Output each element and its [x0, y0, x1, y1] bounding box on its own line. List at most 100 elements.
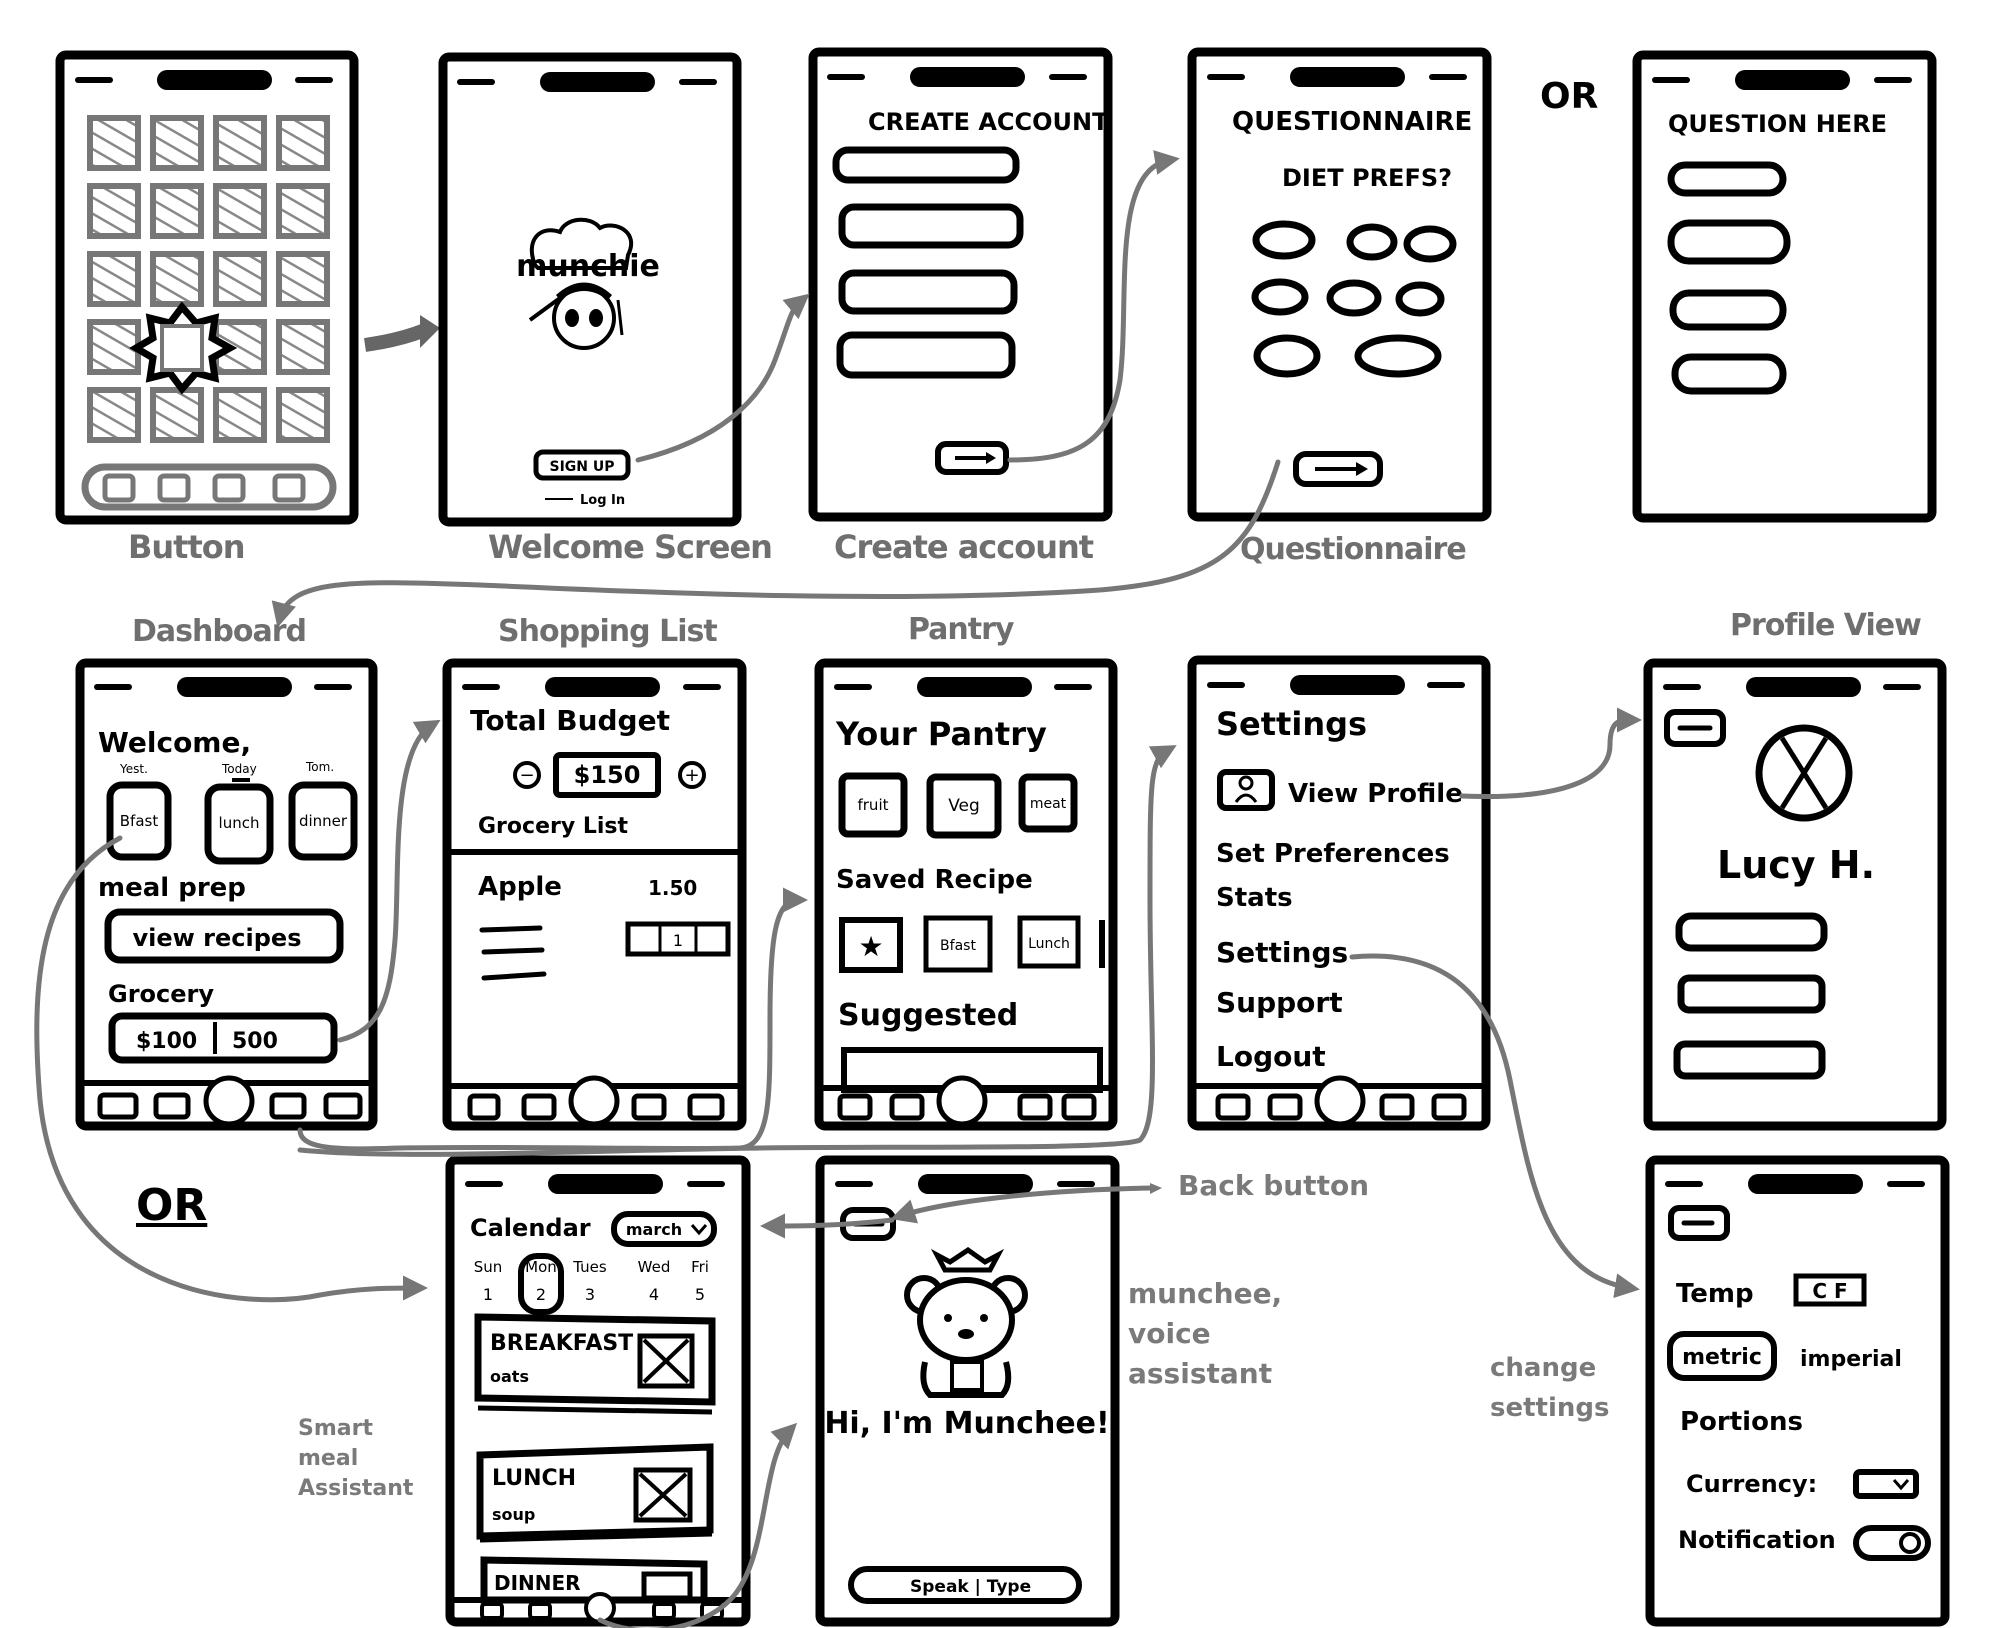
dashboard-welcome: Welcome, [98, 726, 251, 759]
meal-card-dinner[interactable]: dinner [288, 781, 358, 861]
app-icon[interactable] [213, 251, 267, 307]
pantry-category-veg[interactable]: Veg [926, 773, 1002, 839]
saved-recipe-lunch[interactable]: Lunch [1017, 915, 1081, 969]
app-icon[interactable] [87, 183, 141, 239]
app-icon[interactable] [87, 251, 141, 307]
settings-item-stats[interactable]: Stats [1216, 883, 1293, 913]
create-account-title: CREATE ACCOUNT [868, 108, 1109, 136]
meal-slot-breakfast[interactable]: BREAKFAST oats [474, 1313, 716, 1415]
settings-item-view-profile[interactable]: View Profile [1288, 779, 1463, 809]
questionnaire-title: QUESTIONNAIRE [1232, 107, 1472, 137]
answer-option-4[interactable] [1671, 353, 1787, 395]
saved-recipe-favorite[interactable]: ★ [839, 917, 903, 973]
recipe-lunch-label: Lunch [1028, 936, 1070, 952]
app-icon[interactable] [276, 183, 330, 239]
metric-option[interactable]: metric [1667, 1331, 1777, 1381]
currency-dropdown[interactable] [1853, 1469, 1919, 1499]
create-field-4[interactable] [836, 331, 1016, 379]
create-field-1[interactable] [832, 146, 1020, 184]
pantry-category-fruit[interactable]: fruit [838, 772, 908, 838]
settings-item-support[interactable]: Support [1216, 986, 1343, 1019]
app-icon[interactable] [87, 387, 141, 443]
settings-tabbar[interactable] [1215, 1075, 1467, 1127]
app-icon[interactable] [150, 183, 204, 239]
pantry-category-meat[interactable]: meat [1018, 773, 1078, 833]
budget-plus-button[interactable]: + [678, 761, 706, 789]
calendar-date[interactable]: 5 [695, 1285, 705, 1304]
meal-card-bfast[interactable]: Bfast [106, 781, 172, 861]
create-field-3[interactable] [838, 269, 1018, 315]
selected-date-marker [518, 1253, 564, 1315]
calendar-date[interactable]: 3 [585, 1285, 595, 1304]
caption-button: Button [128, 528, 246, 566]
settings-item-logout[interactable]: Logout [1216, 1040, 1326, 1073]
screen-shopping-list: Total Budget − $150 + Grocery List Apple… [442, 658, 747, 1131]
answer-option-3[interactable] [1669, 289, 1787, 331]
app-icon[interactable] [276, 115, 330, 171]
calendar-date[interactable]: 1 [483, 1285, 493, 1304]
app-icon-grid [87, 115, 330, 443]
screen-button [55, 50, 359, 525]
shopping-tabbar[interactable] [467, 1075, 725, 1127]
or-label-top: OR [1540, 76, 1599, 117]
app-icon[interactable] [150, 251, 204, 307]
profile-field-1[interactable] [1675, 912, 1828, 952]
app-icon[interactable] [276, 387, 330, 443]
notification-toggle[interactable] [1853, 1525, 1931, 1561]
app-icon[interactable] [87, 115, 141, 171]
settings-item-settings[interactable]: Settings [1216, 936, 1348, 969]
tapped-app-icon[interactable] [129, 301, 238, 395]
answer-option-2[interactable] [1667, 219, 1791, 265]
temp-unit-toggle[interactable]: C F [1793, 1273, 1867, 1307]
app-icon[interactable] [213, 115, 267, 171]
answer-option-1[interactable] [1667, 161, 1787, 197]
grocery-label: Grocery [108, 980, 214, 1008]
questionnaire-next-button[interactable] [1293, 451, 1383, 487]
settings-item-set-preferences[interactable]: Set Preferences [1216, 839, 1450, 869]
grocery-budget-bar[interactable]: $100 500 [108, 1012, 338, 1064]
profile-field-2[interactable] [1677, 974, 1826, 1014]
app-icon[interactable] [213, 387, 267, 443]
create-field-2[interactable] [838, 203, 1024, 249]
login-link[interactable]: Log In [580, 493, 625, 508]
metric-label: metric [1682, 1345, 1762, 1370]
month-dropdown[interactable]: march [611, 1211, 717, 1247]
screen-settings: Settings View Profile Set Preferences St… [1187, 655, 1491, 1131]
app-icon[interactable] [150, 115, 204, 171]
questionnaire-subtitle: DIET PREFS? [1282, 164, 1452, 192]
budget-field[interactable]: $150 [553, 752, 661, 798]
meal-prep-label: meal prep [98, 873, 246, 903]
item-quantity-stepper[interactable]: 1 [625, 921, 731, 957]
app-icon[interactable] [276, 319, 330, 375]
meal-card-lunch[interactable]: lunch [204, 783, 274, 865]
view-recipes-button[interactable]: view recipes [104, 908, 344, 964]
profile-back-button[interactable] [1664, 709, 1726, 747]
screen-welcome: munchie SIGN UP Log In [438, 52, 742, 527]
profile-field-3[interactable] [1673, 1040, 1826, 1080]
speak-type-input[interactable]: Speak | Type [848, 1566, 1082, 1604]
app-icon[interactable] [150, 387, 204, 443]
create-next-button[interactable] [935, 441, 1009, 475]
meal-slot-lunch[interactable]: LUNCH soup [476, 1443, 714, 1543]
budget-minus-button[interactable]: − [513, 761, 541, 789]
screen-questionnaire: QUESTIONNAIRE DIET PREFS? [1187, 47, 1492, 522]
calendar-date[interactable]: 2 [536, 1285, 546, 1304]
diet-pref-options[interactable] [1251, 220, 1457, 378]
saved-recipe-bfast[interactable]: Bfast [923, 915, 993, 973]
app-icon[interactable] [213, 183, 267, 239]
calendar-tabbar[interactable] [480, 1592, 724, 1624]
change-settings-back-button[interactable] [1668, 1205, 1730, 1241]
meal-slot-dinner[interactable]: DINNER [480, 1556, 708, 1604]
assistant-greeting: Hi, I'm Munchee! [824, 1406, 1109, 1441]
notification-label: Notification [1678, 1526, 1836, 1554]
annotation-smart-meal: Smart meal Assistant [298, 1416, 414, 1501]
app-icon[interactable] [276, 251, 330, 307]
pantry-tabbar[interactable] [837, 1075, 1097, 1127]
calendar-date[interactable]: 4 [649, 1285, 659, 1304]
day-today: Today [221, 762, 257, 776]
signup-button[interactable]: SIGN UP [533, 449, 631, 481]
imperial-option[interactable]: imperial [1800, 1347, 1902, 1372]
dashboard-tabbar[interactable] [97, 1075, 363, 1127]
